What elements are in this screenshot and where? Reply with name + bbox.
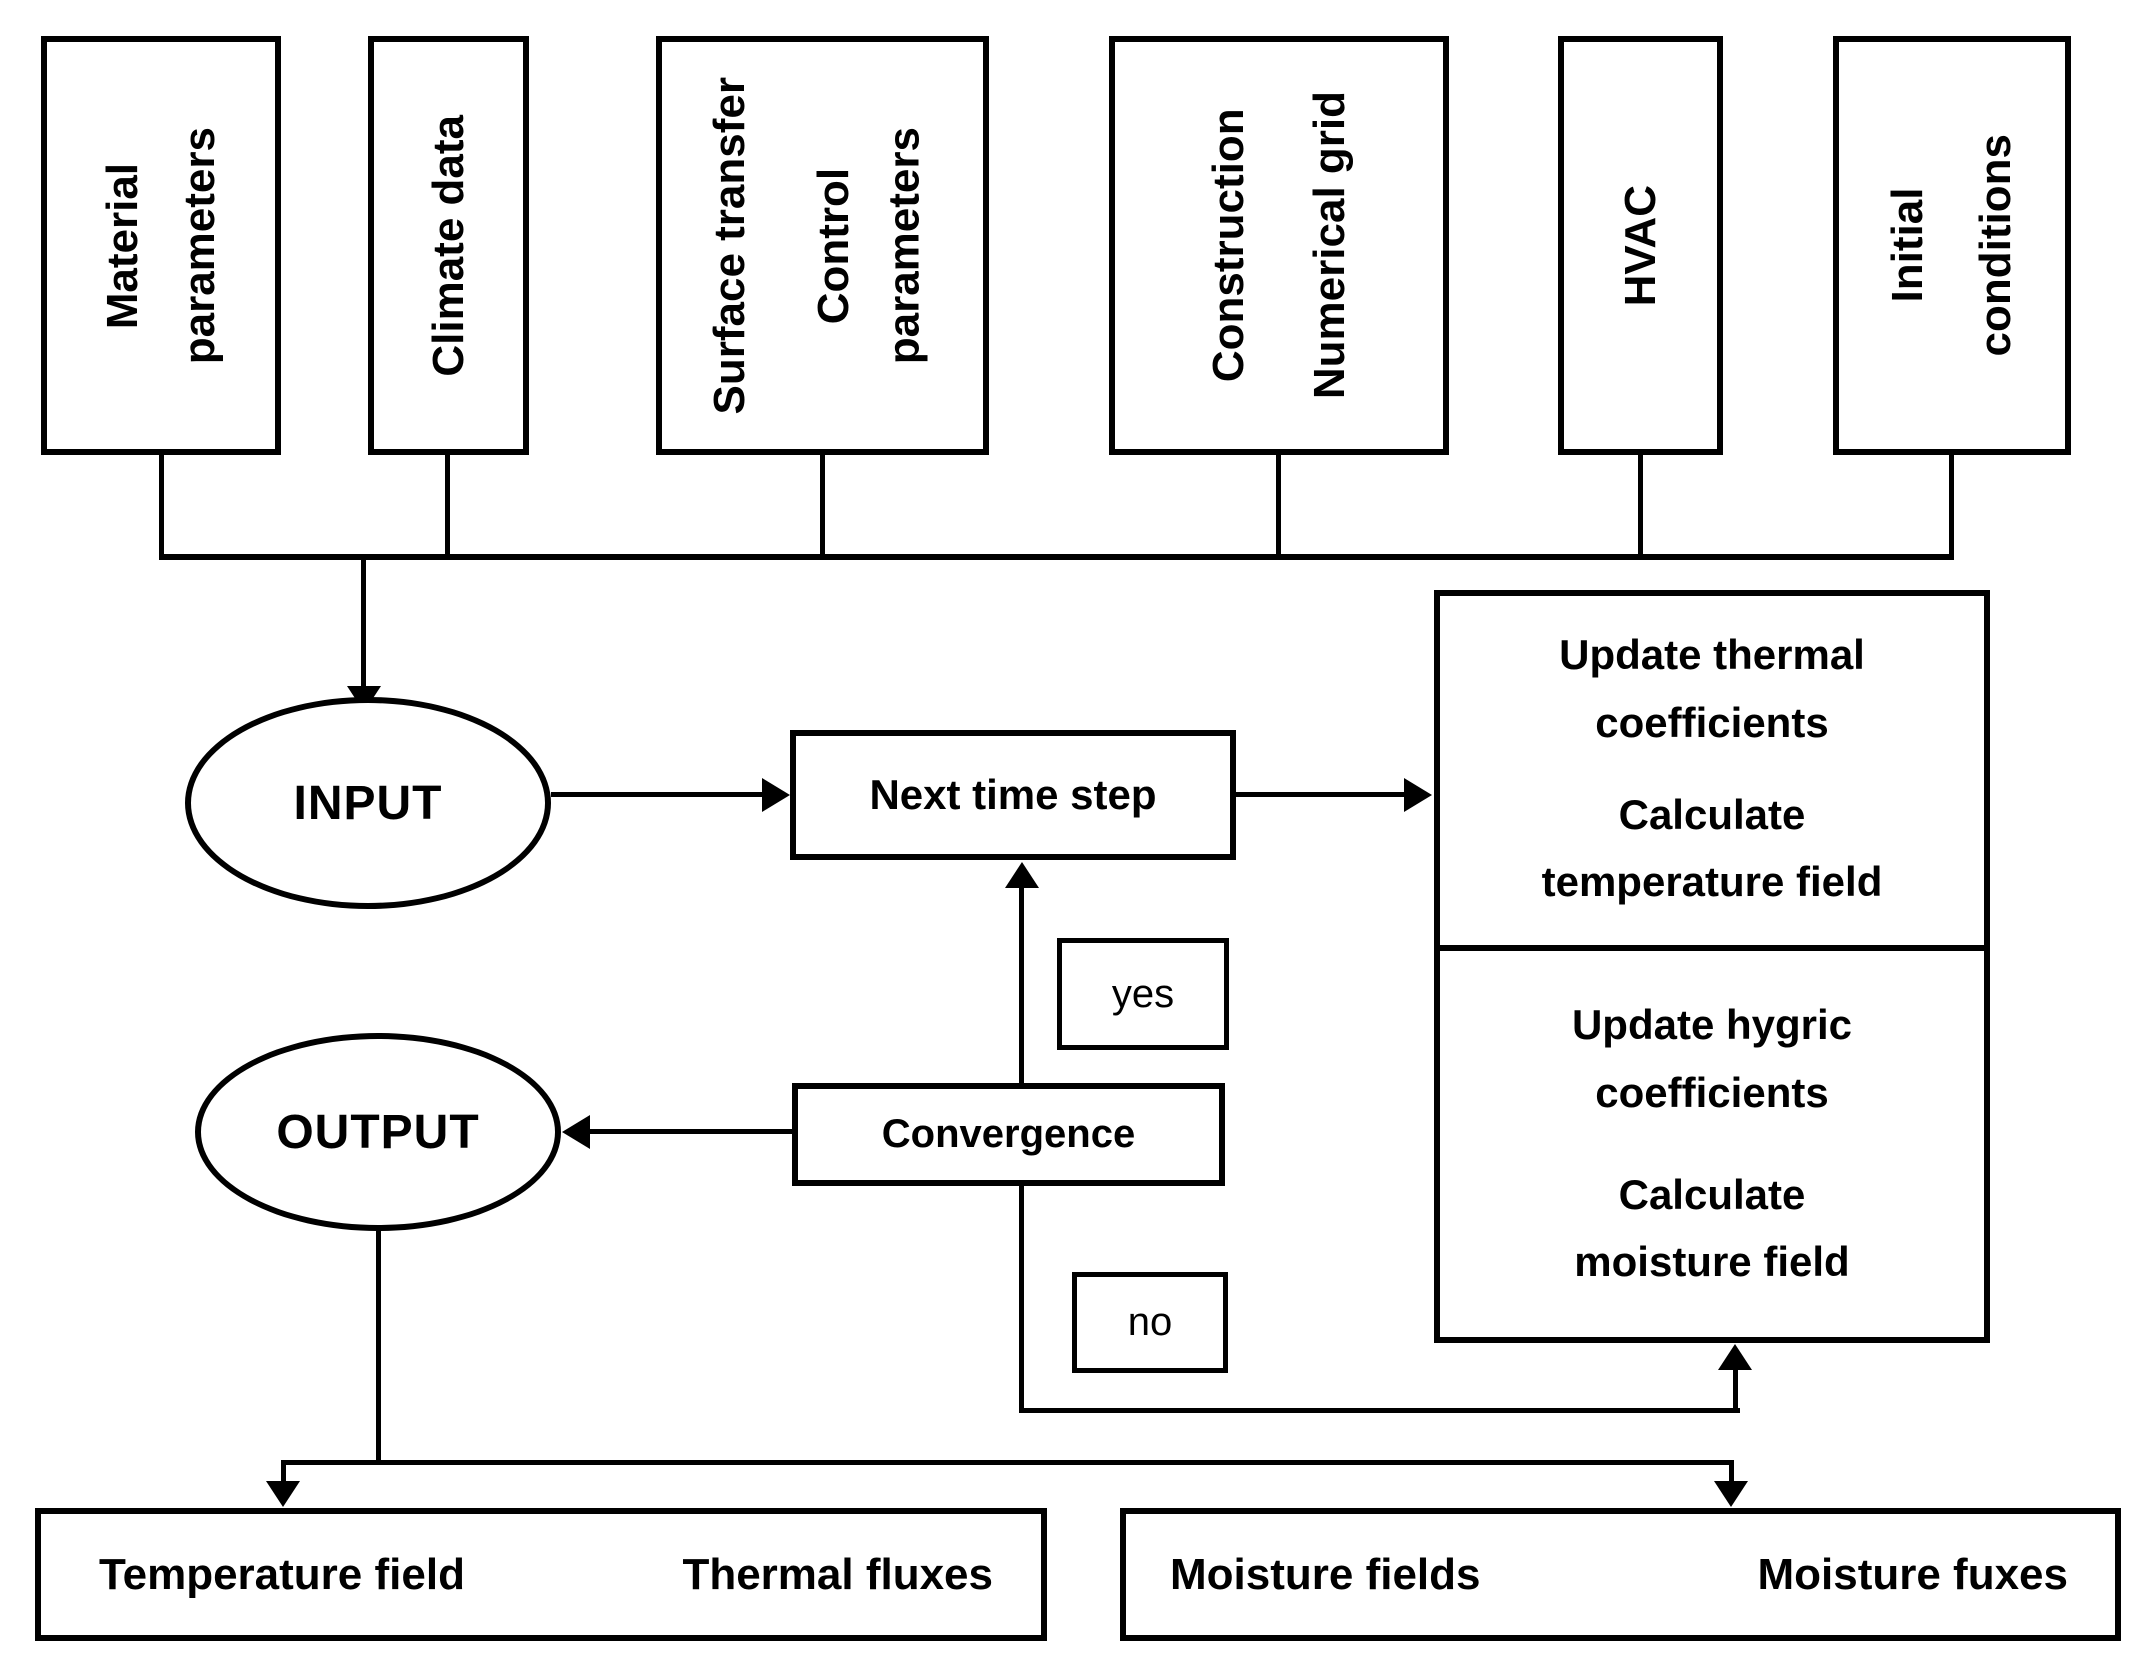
no-line-horizontal <box>1019 1408 1740 1413</box>
output-left-stub <box>281 1460 286 1484</box>
arrowhead-up-into-panel-bottom <box>1718 1344 1752 1370</box>
output-right-stub <box>1729 1460 1734 1484</box>
no-line-vertical-to-panel <box>1733 1366 1738 1408</box>
input-box-climate-data: Climate data <box>368 36 529 455</box>
connector-construction-to-bus <box>1276 455 1281 560</box>
update-hygric-coefficients-label: Update hygric coefficients <box>1571 1001 1853 1116</box>
yes-label: yes <box>1111 971 1175 1016</box>
input-box-material-parameters: Material parameters <box>41 36 281 455</box>
output-label: OUTPUT <box>276 1105 480 1159</box>
arrowhead-left-into-output <box>562 1115 590 1149</box>
control-parameters-label: Control parameters <box>808 126 929 365</box>
update-thermal-coefficients-label: Update thermal coefficients <box>1559 631 1865 746</box>
arrowhead-up-into-next-time-step <box>1005 862 1039 888</box>
calculate-temperature-field-label: Calculate temperature field <box>1541 791 1883 906</box>
temperature-field-label: Temperature field <box>99 1549 465 1599</box>
no-line-vertical-from-convergence <box>1019 1186 1024 1413</box>
arrow-line-next-to-panel <box>1236 792 1408 797</box>
thermal-results-box: Temperature field Thermal fluxes <box>35 1508 1047 1641</box>
connector-initial-to-bus <box>1949 455 1954 560</box>
climate-data-label: Climate data <box>423 114 473 377</box>
arrow-line-yes-convergence-to-next <box>1019 888 1024 1083</box>
input-box-hvac: HVAC <box>1558 36 1723 455</box>
arrowhead-right-into-panel <box>1404 778 1432 812</box>
calculate-moisture-field-label: Calculate moisture field <box>1574 1171 1850 1286</box>
input-box-surface-transfer-control: Surface transfer Control parameters <box>656 36 989 455</box>
surface-transfer-label: Surface transfer <box>705 76 755 415</box>
initial-conditions-label: Initial conditions <box>1883 134 2020 357</box>
construction-numerical-grid-label: Construction Numerical grid <box>1203 91 1354 400</box>
next-time-step-label: Next time step <box>869 771 1157 818</box>
input-label: INPUT <box>293 776 443 830</box>
input-box-construction-numerical-grid: Construction Numerical grid <box>1109 36 1449 455</box>
connector-material-to-bus <box>159 455 164 560</box>
thermal-section: Update thermal coefficients Calculate te… <box>1440 596 1984 941</box>
output-distribution-line <box>281 1460 1734 1465</box>
arrowhead-down-into-moisture-box <box>1714 1481 1748 1507</box>
arrowhead-down-into-temperature-box <box>266 1481 300 1507</box>
convergence-label: Convergence <box>881 1112 1136 1156</box>
material-parameters-label: Material parameters <box>98 126 224 365</box>
arrow-line-convergence-to-output <box>590 1129 792 1134</box>
no-label: no <box>1127 1300 1173 1344</box>
calculation-panel: Update thermal coefficients Calculate te… <box>1434 590 1990 1343</box>
hygric-section: Update hygric coefficients Calculate moi… <box>1440 956 1984 1331</box>
input-box-initial-conditions: Initial conditions <box>1833 36 2071 455</box>
output-drop-line <box>376 1231 381 1465</box>
moisture-fluxes-label: Moisture fuxes <box>1757 1549 2068 1599</box>
output-node: OUTPUT <box>195 1033 561 1231</box>
arrow-line-bus-to-input <box>361 560 366 688</box>
convergence-box: Convergence <box>792 1083 1225 1186</box>
panel-divider-line <box>1440 945 1984 951</box>
next-time-step-box: Next time step <box>790 730 1236 860</box>
no-label-box: no <box>1072 1272 1228 1373</box>
moisture-fields-label: Moisture fields <box>1170 1549 1481 1599</box>
connector-surface-to-bus <box>820 455 825 560</box>
arrow-line-input-to-next <box>551 792 765 797</box>
connector-hvac-to-bus <box>1638 455 1643 560</box>
yes-label-box: yes <box>1057 938 1229 1050</box>
input-bus-line <box>159 554 1954 560</box>
hvac-label: HVAC <box>1615 184 1665 307</box>
moisture-results-box: Moisture fields Moisture fuxes <box>1120 1508 2121 1641</box>
arrowhead-right-into-next-time-step <box>762 778 790 812</box>
thermal-fluxes-label: Thermal fluxes <box>682 1549 993 1599</box>
input-node: INPUT <box>185 697 551 909</box>
connector-climate-to-bus <box>445 455 450 560</box>
